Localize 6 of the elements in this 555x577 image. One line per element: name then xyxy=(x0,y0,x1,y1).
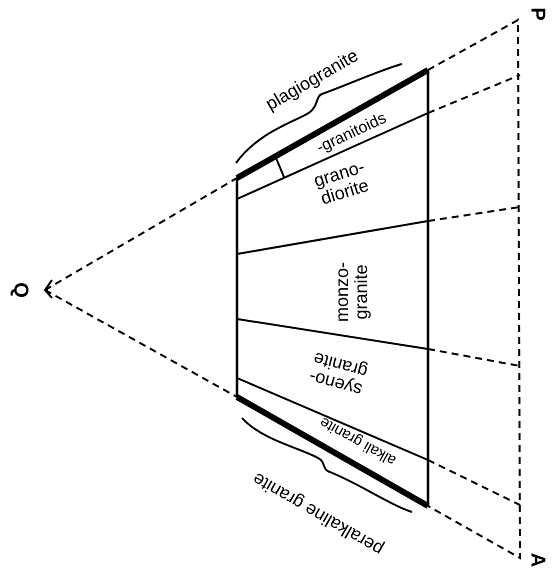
vertex-label: P xyxy=(526,7,548,21)
field-label: syeno- granite xyxy=(306,348,370,400)
vertex-label: A xyxy=(526,552,548,568)
field-label: monzo- granite xyxy=(333,262,371,322)
vertex-label: Q xyxy=(10,282,30,298)
field-label: grano- diorite xyxy=(312,157,372,209)
